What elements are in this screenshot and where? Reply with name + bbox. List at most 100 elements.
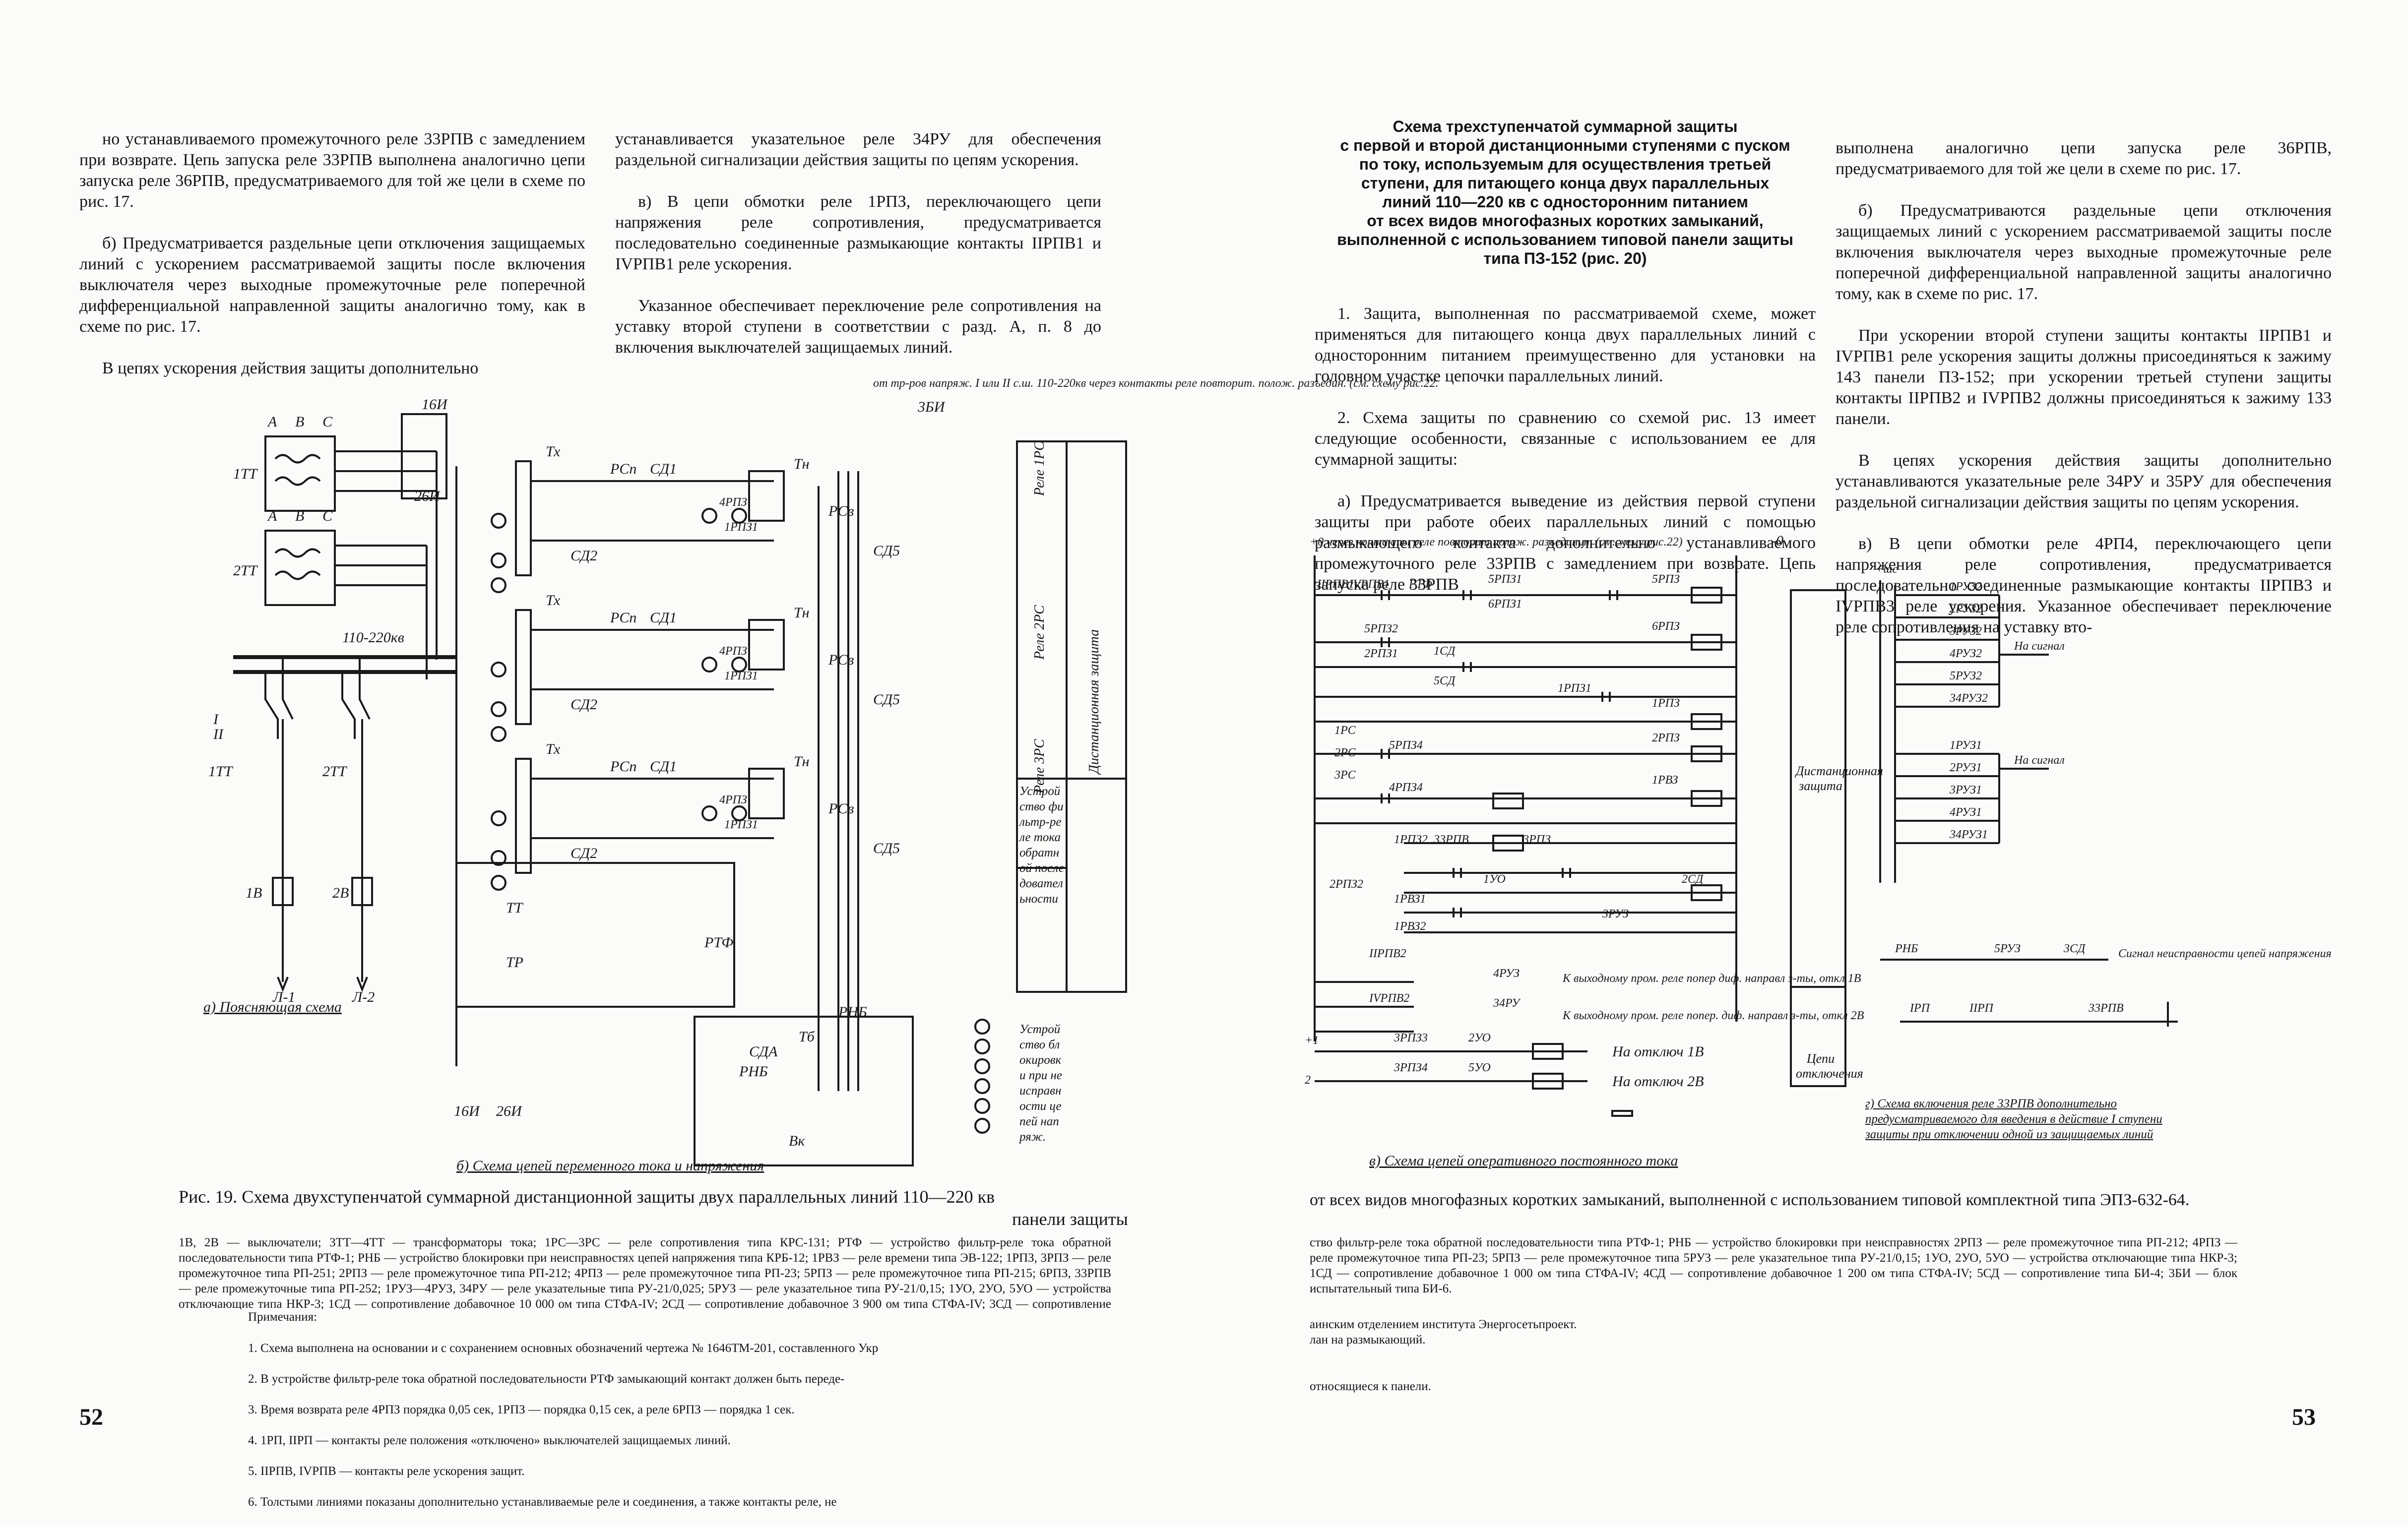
sig-34ruz1: 34РУЗ1 bbox=[1949, 828, 1988, 841]
right-col2-text: выполнена аналогично цепи запуска реле 3… bbox=[1836, 117, 2332, 659]
output-1: К выходному пром. реле попер диф. направ… bbox=[1562, 972, 1861, 985]
sd2-label-2: СД2 bbox=[570, 696, 597, 713]
r-3rs: 3РС bbox=[1334, 769, 1356, 782]
subfig-a-caption: а) Поясняющая схема bbox=[203, 999, 342, 1015]
distance-protection-box: Дистанционная защита bbox=[1086, 629, 1102, 774]
bi16-label: 16И bbox=[422, 396, 448, 413]
sd5-label-3: СД5 bbox=[873, 840, 900, 856]
r-1uo: 1УО bbox=[1483, 873, 1506, 886]
line2-label: Л-2 bbox=[352, 989, 375, 1005]
bus-marks-2: II bbox=[213, 726, 224, 742]
sig-3sd: 3СД bbox=[2063, 942, 2086, 955]
busbars bbox=[233, 655, 456, 674]
sig-rnb: РНБ bbox=[1895, 942, 1918, 955]
r-1rpz: 1РПЗ bbox=[1652, 697, 1680, 710]
signal-2: На сигнал bbox=[2014, 754, 2065, 767]
note-1: 1. Схема выполнена на основании и с сохр… bbox=[248, 1342, 879, 1355]
section-heading: Схема трехступенчатой суммарной защиты с… bbox=[1337, 118, 1793, 267]
r-2uo: 2УО bbox=[1468, 1032, 1491, 1044]
rsv-label-3: РСв bbox=[828, 800, 854, 817]
figure-19-caption: Рис. 19. Схема двухступенчатой суммарной… bbox=[179, 1187, 995, 1207]
bk-label: Вк bbox=[789, 1133, 805, 1149]
sd5-label-1: СД5 bbox=[873, 543, 900, 559]
rpz4-label-2: 4РПЗ bbox=[719, 645, 747, 658]
r-1rvz1: 1РВЗ1 bbox=[1394, 893, 1426, 906]
sig-4ruz2: 4РУЗ2 bbox=[1950, 647, 1982, 660]
tt-label: ТТ bbox=[506, 900, 524, 916]
r-6rpz: 6РПЗ bbox=[1652, 620, 1680, 633]
plus1-label: +1 bbox=[1305, 1034, 1319, 1047]
phase-a: A bbox=[267, 414, 277, 430]
filter-device-box: Устройство фильтр-реле тока обратной пос… bbox=[1019, 785, 1064, 906]
r-rtf: РТФ bbox=[1408, 578, 1432, 591]
right-col1-p3: а) Предусматривается выведение из действ… bbox=[1315, 492, 1816, 594]
tr-label: ТР bbox=[506, 954, 523, 971]
sd1-label-3: СД1 bbox=[650, 758, 677, 775]
plus-sh-label: +шс bbox=[1875, 563, 1898, 576]
left-col2-p1: устанавливается указательное реле 34РУ д… bbox=[615, 130, 1101, 169]
r-5rpz: 5РПЗ bbox=[1652, 573, 1680, 586]
output-2: К выходному пром. реле попер. диф. напра… bbox=[1562, 1009, 1864, 1022]
tx-label-2: Тх bbox=[546, 592, 561, 609]
r-1rs: 1РС bbox=[1334, 724, 1356, 737]
r-1rvz: 1РВЗ bbox=[1652, 774, 1678, 787]
r-5rpz2: 5РПЗ2 bbox=[1364, 622, 1398, 635]
sd1-label-1: СД1 bbox=[650, 461, 677, 477]
note-4: 4. 1РП, IIРП — контакты реле положения «… bbox=[248, 1434, 731, 1447]
bi3-label: 3БИ bbox=[917, 399, 946, 415]
rtf-label: РТФ bbox=[704, 934, 733, 951]
r-6rpz1: 6РПЗ1 bbox=[1488, 598, 1522, 611]
subfig-b-caption: б) Схема цепей переменного тока и напряж… bbox=[456, 1158, 764, 1174]
left-col1-p2: б) Предусматривается раздельные цепи отк… bbox=[79, 234, 585, 336]
note-5: 5. IIРПВ, IVРПВ — контакты реле ускорени… bbox=[248, 1465, 525, 1478]
relay-1rs-box: Реле 1РС bbox=[1032, 441, 1047, 496]
page-number-right: 53 bbox=[2292, 1404, 2316, 1430]
phase-b: B bbox=[295, 414, 304, 430]
ct2-label: 2ТТ bbox=[233, 562, 258, 579]
relay-2rs-box: Реле 2РС bbox=[1032, 605, 1047, 660]
subfig-g-caption: г) Схема включения реле 33РПВ дополнител… bbox=[1865, 1097, 2162, 1141]
sig-4ruz1: 4РУЗ1 bbox=[1950, 806, 1982, 819]
left-col1-text: но устанавливаемого промежуточного реле … bbox=[79, 108, 585, 400]
terminal-circles bbox=[491, 508, 990, 1134]
figure-19-caption-tail: панели защиты bbox=[1012, 1209, 1128, 1229]
notes-continuation-2: относящиеся к панели. bbox=[1310, 1380, 1431, 1393]
ct1-label: 1ТТ bbox=[233, 466, 258, 482]
r-2rpz2: 2РПЗ2 bbox=[1330, 878, 1363, 891]
r-3rpz4: 3РПЗ4 bbox=[1394, 1061, 1428, 1074]
bus-voltage-label: 110-220кв bbox=[342, 629, 404, 646]
r-1rpz2: 1РПЗ2 bbox=[1394, 833, 1428, 846]
bi16-bottom: 16И bbox=[454, 1103, 481, 1119]
right-col2-p1: выполнена аналогично цепи запуска реле 3… bbox=[1836, 139, 2332, 178]
plus-note: +0 через контакты реле повторит полож. р… bbox=[1310, 536, 1683, 549]
tx-label-1: Тх bbox=[546, 443, 561, 460]
right-col1-p2: 2. Схема защиты по сравнению со схемой р… bbox=[1315, 409, 1816, 469]
block-device-box: Устройство блокировки при неисправности … bbox=[1019, 1023, 1062, 1144]
r-5rpz4: 5РПЗ4 bbox=[1389, 739, 1423, 752]
signal-1: На сигнал bbox=[2014, 640, 2065, 653]
ct2-sketch-label: 2ТТ bbox=[322, 763, 348, 780]
right-col2-p3: При ускорении второй ступени защиты конт… bbox=[1836, 326, 2332, 428]
r-5sd: 5СД bbox=[1434, 674, 1456, 687]
left-col2-text: устанавливается указательное реле 34РУ д… bbox=[615, 108, 1101, 379]
subfig-v-caption: в) Схема цепей оперативного постоянного … bbox=[1369, 1153, 1678, 1169]
rsv-label-1: РСв bbox=[828, 503, 854, 519]
page-number-left: 52 bbox=[79, 1404, 103, 1430]
r-3rpz: 3РПЗ bbox=[1522, 833, 1551, 846]
accel-rpv1: IIРПВ2 bbox=[1369, 947, 1406, 960]
sig-5ruz2: 5РУЗ2 bbox=[1950, 670, 1982, 682]
figure-19-legend: 1В, 2В — выключатели; 3ТТ—4ТТ — трансфор… bbox=[179, 1236, 1111, 1309]
feeder-lines bbox=[264, 657, 373, 992]
phase-b2: B bbox=[295, 508, 304, 524]
breaker2-label: 2В bbox=[332, 885, 349, 901]
sig-2ruz2: 2РУЗ2 bbox=[1950, 603, 1982, 615]
sda-label: СДА bbox=[749, 1043, 778, 1060]
r-2rpz: 2РПЗ bbox=[1652, 732, 1680, 744]
minus-label: -0 bbox=[1771, 533, 1783, 549]
tx-label-3: Тх bbox=[546, 741, 561, 757]
r-1rpz1: 1РПЗ1 bbox=[1558, 682, 1591, 695]
sd2-label-1: СД2 bbox=[570, 548, 597, 564]
relay-coil-rects bbox=[1492, 587, 1722, 1090]
signal-rails bbox=[1879, 580, 2178, 1027]
left-col1-p1: но устанавливаемого промежуточного реле … bbox=[79, 130, 585, 211]
